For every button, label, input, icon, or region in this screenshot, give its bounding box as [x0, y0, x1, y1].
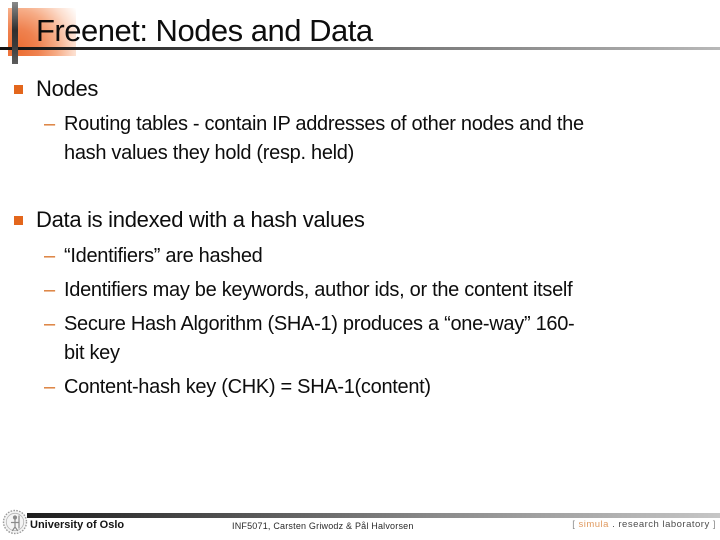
bullet-square-icon [14, 216, 23, 225]
simula-bracket-left: [ [572, 519, 579, 530]
sub-bullet-text: Identifiers may be keywords, author ids,… [64, 279, 573, 301]
list-item: – “Identifiers” are hashed [44, 242, 712, 271]
section-heading-data: Data is indexed with a hash values [36, 207, 365, 232]
university-name: University of Oslo [30, 519, 125, 531]
simula-rest-text: . research laboratory [608, 519, 713, 530]
simula-lab-logo: [ simula . research laboratory ] [572, 519, 716, 530]
dash-bullet-icon: – [44, 279, 56, 301]
sub-bullet-text: Routing tables - contain IP addresses of… [64, 113, 584, 164]
footer-divider-bar [27, 513, 720, 518]
dash-bullet-icon: – [44, 113, 56, 135]
course-credit-line: INF5071, Carsten Griwodz & Pål Halvorsen [232, 521, 414, 531]
list-item: – Content-hash key (CHK) = SHA-1(content… [44, 373, 712, 402]
university-of-oslo-seal-icon [2, 509, 28, 535]
list-item: – Routing tables - contain IP addresses … [44, 110, 712, 168]
page-title: Freenet: Nodes and Data [36, 13, 373, 48]
sub-bullet-list: – Routing tables - contain IP addresses … [44, 110, 712, 173]
list-item: – Secure Hash Algorithm (SHA-1) produces… [44, 310, 712, 368]
title-accent-bar [12, 2, 18, 64]
section-heading-nodes: Nodes [36, 76, 99, 101]
sub-bullet-text: “Identifiers” are hashed [64, 245, 263, 267]
list-item: – Identifiers may be keywords, author id… [44, 276, 712, 305]
simula-brand-text: simula [578, 519, 609, 530]
sub-bullet-text: Secure Hash Algorithm (SHA-1) produces a… [64, 313, 575, 364]
dash-bullet-icon: – [44, 313, 56, 335]
sub-bullet-list: – “Identifiers” are hashed – Identifiers… [44, 242, 712, 407]
sub-bullet-text: Content-hash key (CHK) = SHA-1(content) [64, 376, 431, 398]
dash-bullet-icon: – [44, 376, 56, 398]
bullet-square-icon [14, 85, 23, 94]
simula-bracket-right: ] [712, 519, 716, 530]
dash-bullet-icon: – [44, 245, 56, 267]
title-underline-rule [0, 47, 720, 50]
